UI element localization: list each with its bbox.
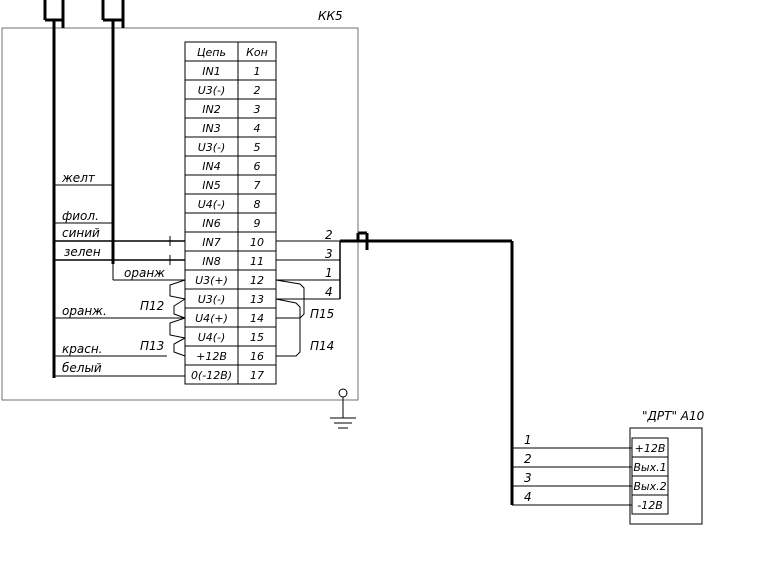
kk5-pin-1: 1 xyxy=(325,266,333,280)
ground-icon xyxy=(330,388,356,429)
jumper-label-p13: П13 xyxy=(140,339,164,353)
table-header-contact: Кон xyxy=(246,46,268,59)
device-pin-label: Вых.2 xyxy=(633,480,666,493)
kk5-frame xyxy=(1,27,359,401)
device-pin-label: -12В xyxy=(637,499,663,512)
table-cell-circuit: U3(-) xyxy=(198,293,226,306)
table-cell-circuit: U3(-) xyxy=(198,141,226,154)
table-cell-contact: 3 xyxy=(254,103,261,116)
table-cell-contact: 13 xyxy=(250,293,264,306)
table-cell-circuit: IN6 xyxy=(202,217,220,230)
wires-to-a10 xyxy=(512,447,632,506)
table-cell-circuit: IN2 xyxy=(202,103,220,116)
table-cell-circuit: U4(-) xyxy=(198,198,226,211)
kk5-pin-3: 3 xyxy=(325,247,333,261)
table-cell-contact: 10 xyxy=(250,236,264,249)
table-cell-contact: 2 xyxy=(254,84,261,97)
table-cell-contact: 5 xyxy=(254,141,261,154)
wire-label-blue: синий xyxy=(62,226,100,240)
table-cell-contact: 4 xyxy=(254,122,261,135)
kk5-pin-2: 2 xyxy=(325,228,333,242)
table-cell-circuit: IN3 xyxy=(202,122,220,135)
table-cell-circuit: IN1 xyxy=(202,65,220,78)
wire-label-green: зелен xyxy=(64,245,101,259)
output-cable xyxy=(340,231,514,505)
table-cell-contact: 6 xyxy=(254,160,261,173)
table-cell-circuit: IN5 xyxy=(202,179,220,192)
table-cell-contact: 14 xyxy=(250,312,264,325)
device-pin-label: Вых.1 xyxy=(633,461,666,474)
wires-right xyxy=(275,240,341,357)
jumper-label-p12: П12 xyxy=(140,299,164,313)
cable-wire-2: 2 xyxy=(524,452,532,466)
table-cell-circuit: U4(+) xyxy=(195,312,228,325)
jumper-label-p14: П14 xyxy=(310,339,334,353)
table-cell-contact: 17 xyxy=(250,369,264,382)
table-cell-contact: 15 xyxy=(250,331,264,344)
kk5-title: КК5 xyxy=(318,9,343,23)
cable-wire-4: 4 xyxy=(524,490,532,504)
table-cell-circuit: +12В xyxy=(196,350,227,363)
cable-wire-3: 3 xyxy=(524,471,532,485)
wire-label-white: белый xyxy=(62,361,102,375)
kk5-pin-4: 4 xyxy=(325,285,333,299)
table-cell-contact: 9 xyxy=(254,217,261,230)
device-pin-label: +12В xyxy=(635,442,666,455)
wire-label-orange: оранж. xyxy=(62,304,107,318)
device-a10-frame xyxy=(629,427,703,525)
table-cell-circuit: U4(-) xyxy=(198,331,226,344)
cable-wire-1: 1 xyxy=(524,433,532,447)
table-cell-contact: 12 xyxy=(250,274,264,287)
table-cell-circuit: IN4 xyxy=(202,160,220,173)
table-cell-circuit: U3(-) xyxy=(198,84,226,97)
wire-label-yellow: желт xyxy=(61,171,96,185)
table-cell-contact: 16 xyxy=(250,350,264,363)
wires-left xyxy=(54,184,185,377)
table-cell-contact: 1 xyxy=(254,65,261,78)
wire-label-red: красн. xyxy=(62,342,102,356)
wire-label-orange-short: оранж xyxy=(124,266,165,280)
table-cell-contact: 11 xyxy=(250,255,264,268)
jumpers-left xyxy=(167,279,186,357)
jumper-label-p15: П15 xyxy=(310,307,334,321)
table-cell-contact: 7 xyxy=(254,179,261,192)
device-a10-title: "ДРТ" А10 xyxy=(642,409,705,423)
table-cell-circuit: U3(+) xyxy=(195,274,228,287)
table-cell-circuit: 0(-12В) xyxy=(191,369,232,382)
table-cell-contact: 8 xyxy=(254,198,261,211)
wire-label-violet: фиол. xyxy=(62,209,99,223)
table-cell-circuit: IN7 xyxy=(202,236,220,249)
table-cell-circuit: IN8 xyxy=(202,255,220,268)
table-header-circuit: Цепь xyxy=(197,46,226,59)
